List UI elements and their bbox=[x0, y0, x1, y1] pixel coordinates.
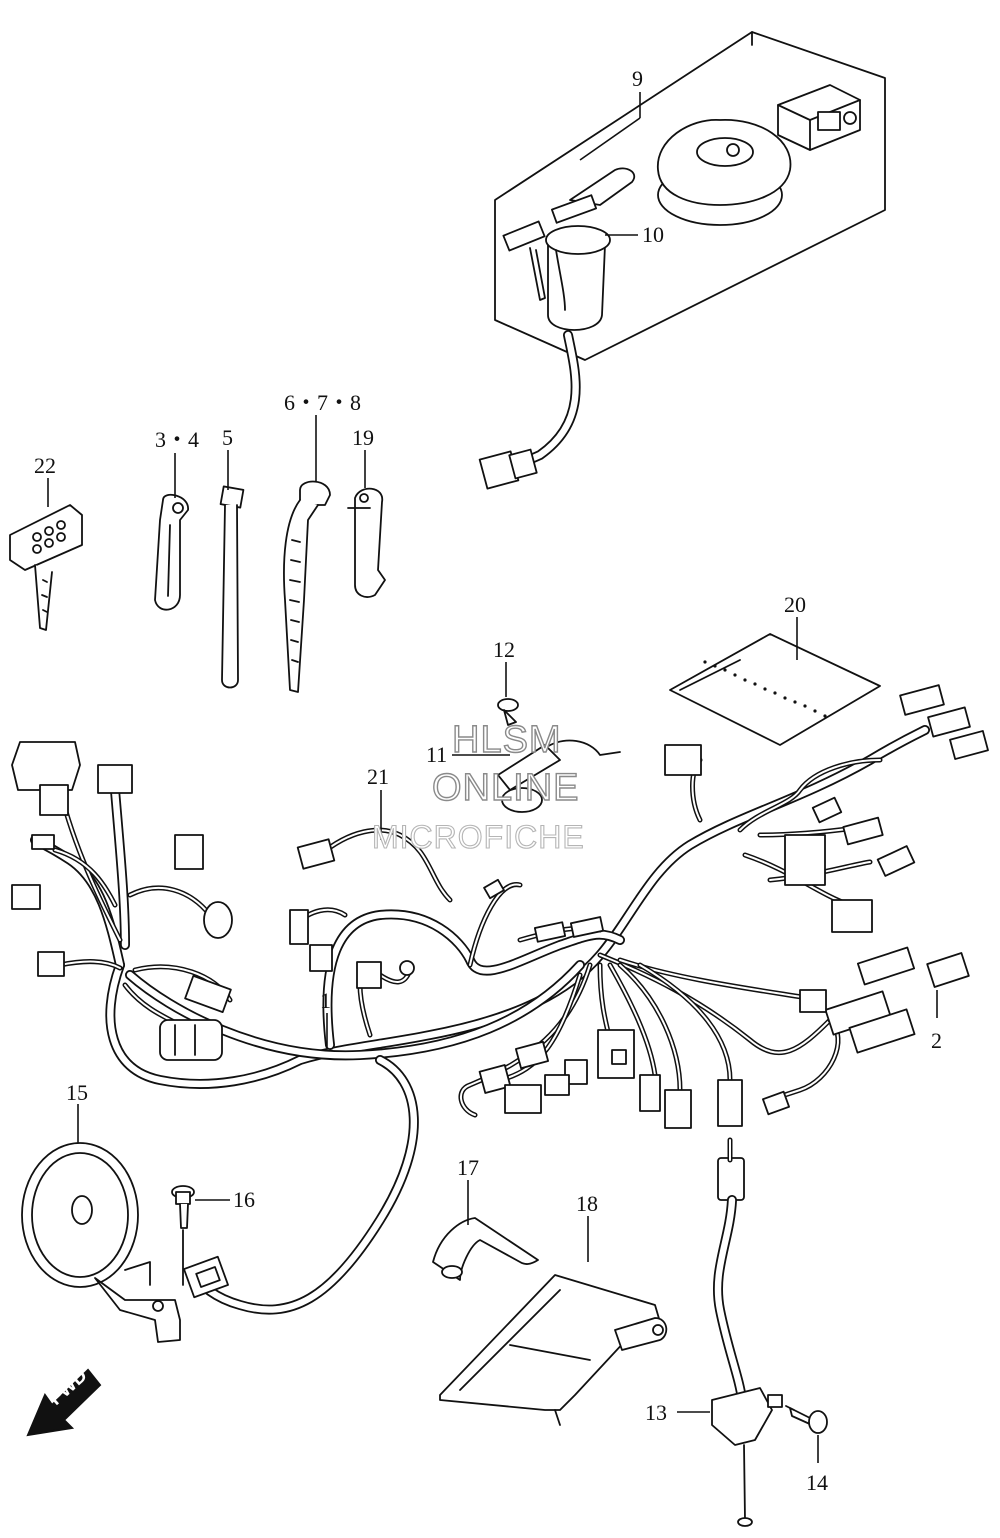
cable-tie-illustration bbox=[219, 485, 245, 689]
callout-17: 17 bbox=[457, 1155, 479, 1180]
fuel-cap-illustration bbox=[657, 119, 792, 226]
callout-2: 2 bbox=[931, 1028, 942, 1053]
callout-18: 18 bbox=[576, 1191, 598, 1216]
cover-17-illustration bbox=[432, 1217, 539, 1281]
callout-5: 5 bbox=[222, 425, 233, 450]
horn-bolt-illustration bbox=[171, 1185, 195, 1286]
sensor-13-illustration bbox=[711, 1137, 783, 1527]
label-sheet-illustration bbox=[669, 633, 881, 746]
watermark: HLSM ONLINE MICROFICHE bbox=[371, 718, 585, 855]
lock-cylinder-illustration bbox=[777, 84, 861, 151]
callout-14: 14 bbox=[806, 1470, 828, 1495]
clamp-band-illustration bbox=[283, 480, 331, 693]
callout-11: 11 bbox=[426, 742, 447, 767]
callout-3-4: 3・4 bbox=[155, 427, 199, 452]
horn-connector-illustration bbox=[183, 1255, 229, 1299]
callout-9: 9 bbox=[632, 66, 643, 91]
callout-labels: 9 10 22 3・4 5 6・7・8 19 20 12 11 21 1 2 1… bbox=[34, 66, 942, 1495]
clamp-19-illustration bbox=[347, 487, 386, 598]
forward-direction-arrow: FWD bbox=[26, 1365, 102, 1437]
callout-22: 22 bbox=[34, 453, 56, 478]
horn-illustration bbox=[21, 1142, 181, 1343]
watermark-line-1: HLSM bbox=[452, 719, 562, 761]
callout-12: 12 bbox=[493, 637, 515, 662]
callout-20: 20 bbox=[784, 592, 806, 617]
main-wiring-harness bbox=[30, 725, 930, 1315]
watermark-line-3: MICROFICHE bbox=[372, 819, 585, 855]
callout-1: 1 bbox=[320, 988, 331, 1013]
callout-15: 15 bbox=[66, 1080, 88, 1105]
callout-6-7-8: 6・7・8 bbox=[284, 390, 361, 415]
sensor-bolt-illustration bbox=[785, 1405, 828, 1434]
callout-13: 13 bbox=[645, 1400, 667, 1425]
callout-21: 21 bbox=[367, 764, 389, 789]
callout-19: 19 bbox=[352, 425, 374, 450]
callout-10: 10 bbox=[642, 222, 664, 247]
key-illustration bbox=[9, 504, 83, 631]
clamp-illustration bbox=[154, 493, 189, 611]
ignition-switch-illustration bbox=[502, 167, 636, 331]
bracket-18-illustration bbox=[439, 1274, 668, 1426]
watermark-line-2: ONLINE bbox=[432, 767, 579, 809]
callout-16: 16 bbox=[233, 1187, 255, 1212]
harness-connectors bbox=[11, 684, 989, 1129]
switch-connector-illustration bbox=[478, 448, 538, 490]
ignition-switch-set bbox=[478, 31, 886, 490]
neutral-switch-illustration bbox=[497, 698, 621, 813]
leader-lines bbox=[47, 92, 938, 1463]
